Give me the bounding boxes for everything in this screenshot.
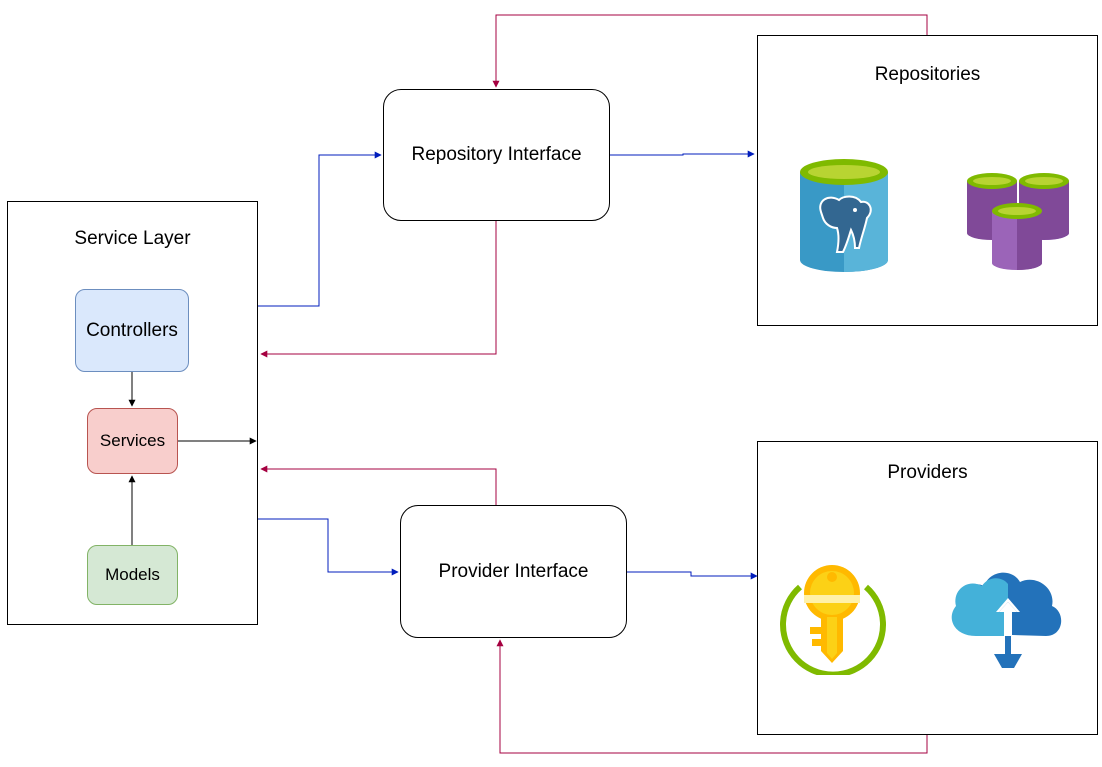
repositories-title: Repositories — [874, 64, 981, 85]
provider-interface-to-service-arrow — [260, 465, 497, 505]
postgresql-database-icon — [800, 159, 888, 272]
cloud-storage-icon — [951, 572, 1062, 672]
providers-title: Providers — [887, 462, 968, 483]
controllers-label: Controllers — [86, 319, 178, 341]
services-label: Services — [99, 431, 166, 450]
provider-interface-node[interactable]: Provider Interface — [400, 505, 627, 638]
provider-interface-to-providers-arrow — [627, 571, 758, 580]
repository-interface-node[interactable]: Repository Interface — [383, 89, 610, 221]
repositories-to-repo-interface-arrow — [492, 14, 928, 88]
service-to-repo-interface-arrow — [258, 151, 382, 307]
providers-to-provider-interface-arrow — [496, 639, 928, 754]
service-layer-title: Service Layer — [74, 228, 191, 249]
models-label: Models — [105, 565, 160, 584]
sql-databases-icon — [967, 173, 1069, 270]
service-to-provider-interface-arrow — [258, 518, 399, 576]
repo-interface-to-repositories-arrow — [610, 150, 755, 158]
controllers-node[interactable]: Controllers — [75, 289, 189, 372]
repository-interface-label: Repository Interface — [411, 144, 582, 165]
key-vault-icon — [780, 565, 886, 675]
repo-interface-to-service-arrow — [260, 221, 497, 358]
models-node[interactable]: Models — [87, 545, 178, 605]
services-node[interactable]: Services — [87, 408, 178, 474]
provider-interface-label: Provider Interface — [438, 560, 589, 582]
